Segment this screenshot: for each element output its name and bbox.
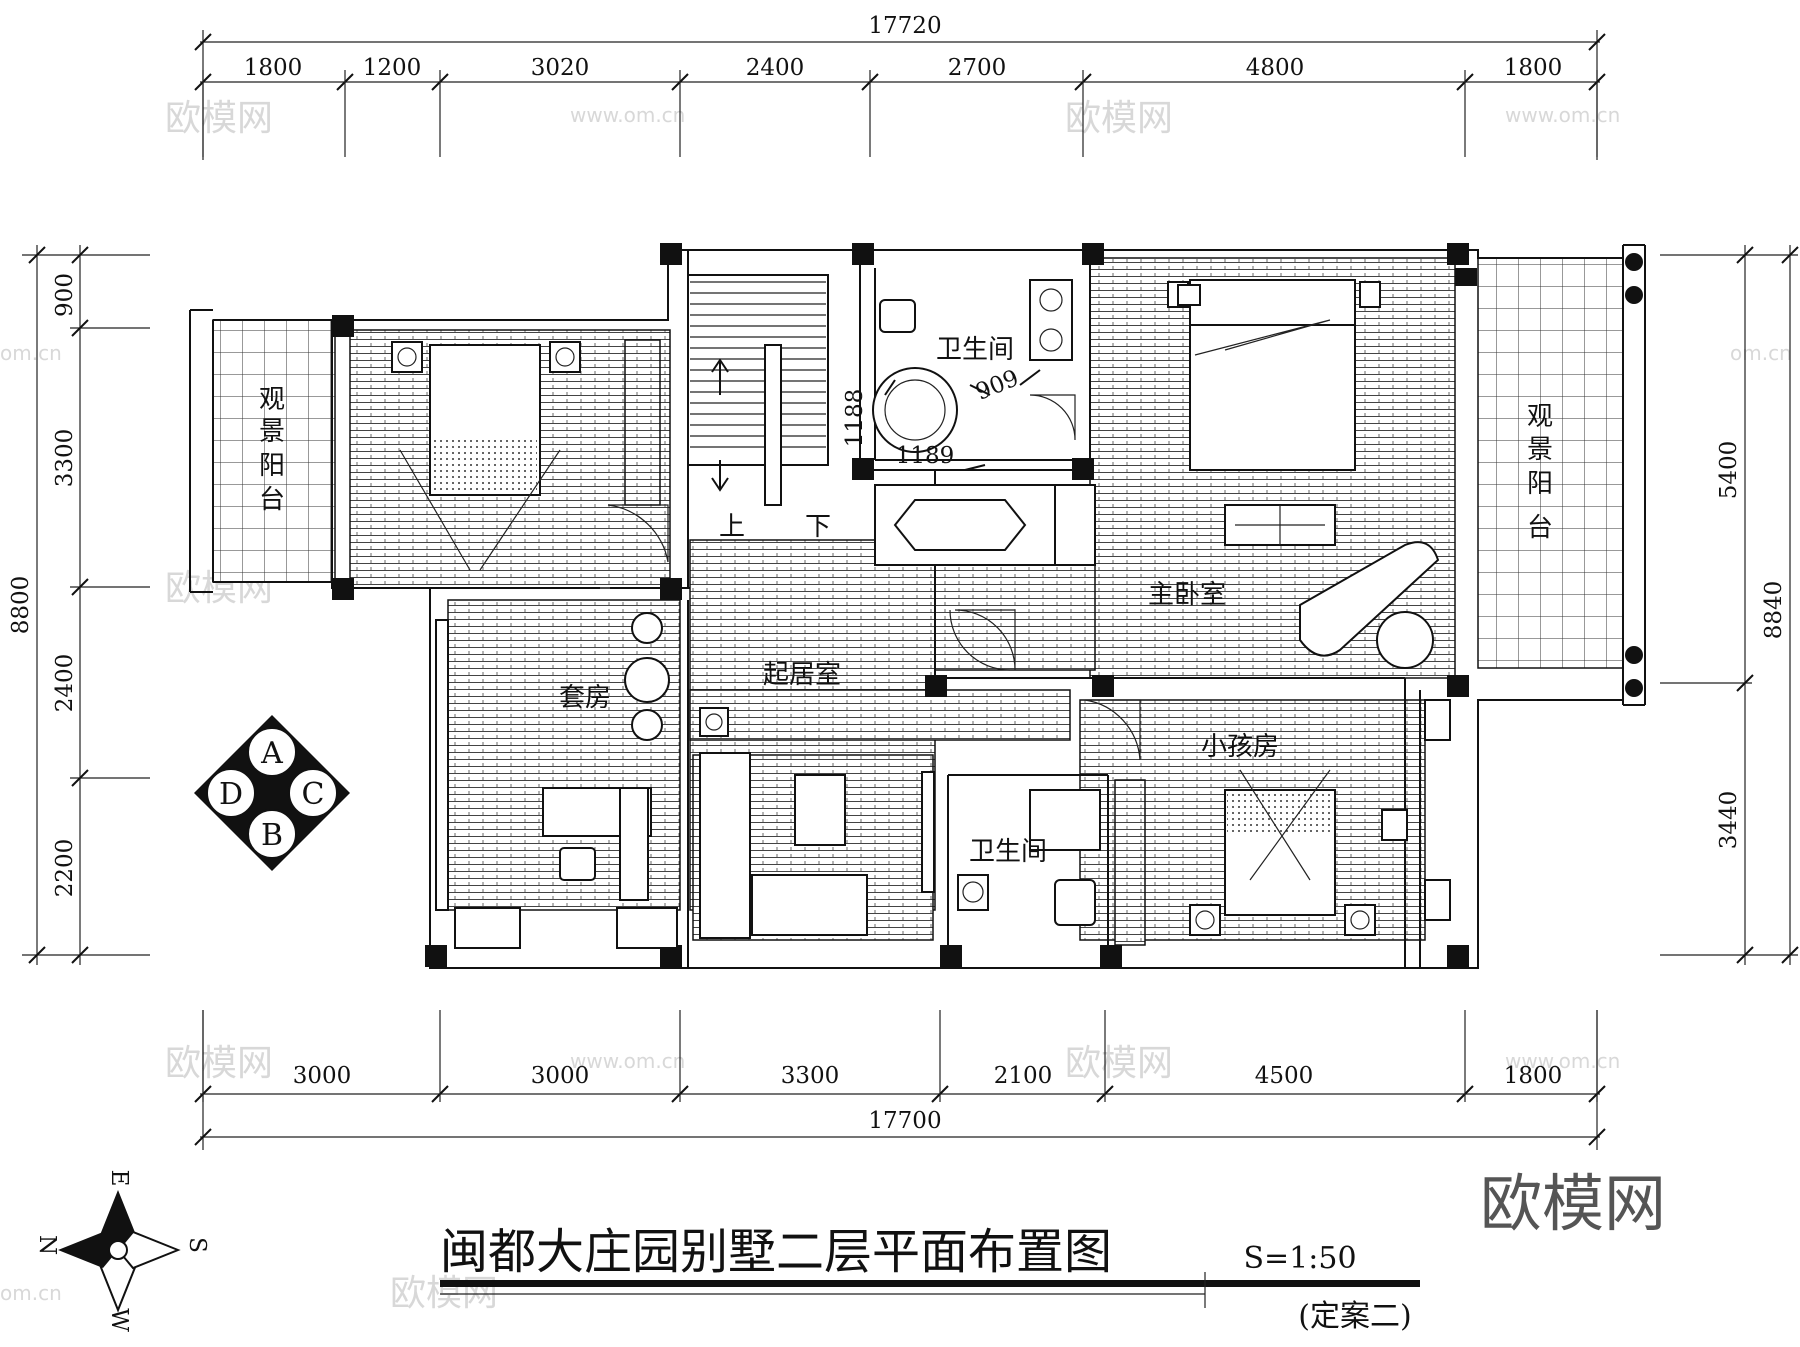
dim-bottom-seg: 4500: [1255, 1063, 1314, 1089]
watermark-domain: om.cn: [0, 341, 62, 365]
label-suite: 套房: [559, 683, 611, 713]
key-c: C: [302, 777, 325, 812]
right-dimension-chain: 5400 3440 8840: [1660, 245, 1799, 965]
watermark-url: www.om.cn: [570, 1049, 685, 1073]
label-balcony-left: 台: [259, 485, 285, 515]
dim-bottom-seg: 3300: [781, 1063, 840, 1089]
dim-bottom-seg: 1800: [1504, 1063, 1563, 1089]
dim-top-seg: 1800: [1504, 55, 1563, 81]
compass-south: S: [184, 1237, 210, 1253]
dim-bath-909: 909: [972, 365, 1022, 406]
watermark-text: 欧模网: [165, 1043, 273, 1084]
dim-bottom-seg: 3000: [531, 1063, 590, 1089]
watermark-url: www.om.cn: [1505, 103, 1620, 127]
dim-right-total: 8840: [1761, 581, 1787, 640]
key-b: B: [261, 818, 283, 853]
furniture-layer: [391, 279, 1451, 949]
label-balcony-left: 阳: [259, 451, 285, 481]
top-dimension-chain: 17720 1800 1200 3020 2400 2700 4800 1800: [194, 13, 1606, 160]
floor-finishes: [212, 257, 1624, 941]
label-kids-room: 小孩房: [1201, 732, 1279, 762]
watermark-layer: 欧模网 www.om.cn 欧模网 www.om.cn 欧模网 www.om.c…: [0, 98, 1792, 1314]
key-a: A: [260, 736, 283, 771]
dim-top-total: 17720: [868, 13, 941, 39]
watermark-url: www.om.cn: [1505, 1049, 1620, 1073]
dim-left-seg: 2400: [52, 654, 78, 713]
dim-bottom-seg: 2100: [994, 1063, 1053, 1089]
drawing-scheme: (定案二): [1298, 1299, 1411, 1334]
orientation-key: A B C D: [194, 715, 350, 871]
dim-bottom-total: 17700: [868, 1108, 941, 1134]
dim-top-seg: 4800: [1246, 55, 1305, 81]
compass-west: W: [106, 1308, 132, 1332]
label-balcony-left: 观: [259, 385, 285, 415]
wall-columns: [332, 243, 1469, 967]
label-bath-bottom: 卫生间: [969, 837, 1047, 867]
label-bath-top: 卫生间: [936, 335, 1014, 365]
left-dimension-chain: 900 3300 2400 2200 8800: [8, 245, 150, 965]
drawing-scale: S=1:50: [1243, 1241, 1356, 1276]
label-balcony-right: 观: [1527, 402, 1553, 432]
staircase: [624, 274, 829, 506]
drawing-title: 闽都大庄园别墅二层平面布置图: [440, 1224, 1112, 1280]
dim-right-seg: 5400: [1716, 441, 1742, 500]
watermark-url: www.om.cn: [570, 103, 685, 127]
label-living-room: 起居室: [763, 660, 841, 690]
watermark-domain: om.cn: [0, 1281, 62, 1305]
dim-right-seg: 3440: [1716, 791, 1742, 850]
compass-north: N: [34, 1235, 60, 1255]
dim-top-seg: 1800: [244, 55, 303, 81]
watermark-domain: om.cn: [1730, 341, 1792, 365]
dim-bath-1189: 1189: [896, 443, 955, 469]
label-master-bedroom: 主卧室: [1148, 580, 1226, 610]
dim-top-seg: 2700: [948, 55, 1007, 81]
dim-top-seg: 2400: [746, 55, 805, 81]
dim-left-seg: 3300: [52, 429, 78, 488]
dim-left-total: 8800: [8, 576, 34, 635]
label-stair-down: 下: [805, 512, 831, 542]
label-balcony-left: 景: [259, 417, 285, 447]
label-stair-up: 上: [719, 512, 745, 542]
compass-east: E: [106, 1170, 132, 1187]
key-d: D: [219, 777, 243, 812]
title-block: 闽都大庄园别墅二层平面布置图 S=1:50 (定案二) 欧模网: [440, 1167, 1666, 1334]
dim-bath-1188: 1188: [842, 389, 868, 448]
dim-bottom-seg: 3000: [293, 1063, 352, 1089]
brand-logo: 欧模网: [1480, 1167, 1666, 1240]
watermark-text: 欧模网: [1065, 98, 1173, 139]
dim-top-seg: 3020: [531, 55, 590, 81]
balcony-posts: [1455, 253, 1643, 697]
watermark-text: 欧模网: [165, 98, 273, 139]
watermark-text: 欧模网: [1065, 1043, 1173, 1084]
dim-top-seg: 1200: [363, 55, 422, 81]
bottom-dimension-chain: 3000 3000 3300 2100 4500 1800 17700: [194, 1010, 1606, 1150]
dim-left-seg: 2200: [52, 839, 78, 898]
label-balcony-right: 台: [1527, 513, 1553, 543]
label-balcony-right: 阳: [1527, 469, 1553, 499]
label-balcony-right: 景: [1527, 435, 1553, 465]
compass-rose-icon: N S E W: [34, 1170, 210, 1333]
dim-left-seg: 900: [52, 273, 78, 317]
room-labels: 观 景 阳 台 观 景 阳 台 卫生间 卫生间 主卧室 起居室 套房 小孩房 上…: [259, 335, 1553, 867]
